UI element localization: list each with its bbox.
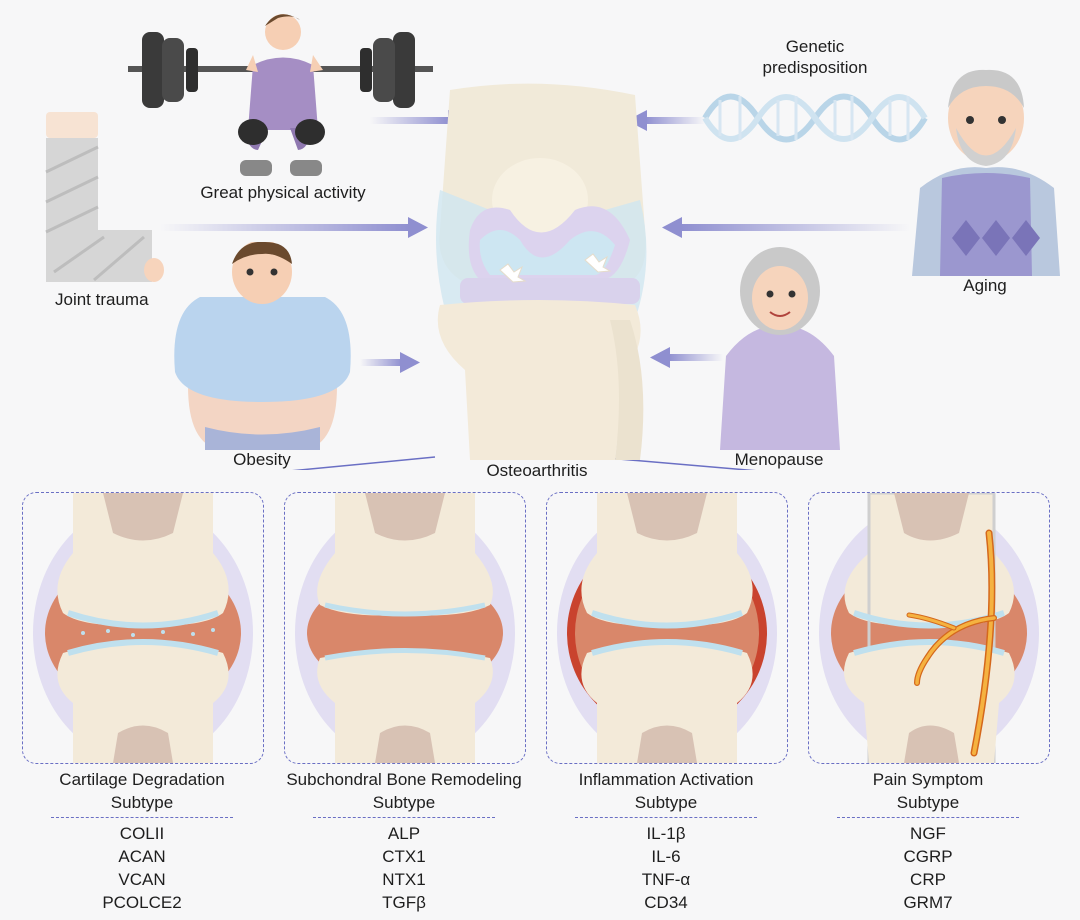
marker: IL-6	[651, 847, 681, 866]
arrow-menopause	[650, 347, 723, 368]
marker: PCOLCE2	[102, 893, 182, 912]
subtype-title-4: Pain Symptom Subtype	[797, 768, 1059, 814]
obese-man-figure	[174, 242, 351, 450]
marker-list: NGF CGRP CRP GRM7	[797, 822, 1059, 914]
marker: ALP	[387, 824, 421, 843]
nerve-fiber	[906, 529, 997, 757]
arrow-genetic	[627, 110, 705, 131]
arrow-obesity	[360, 352, 420, 373]
label-genetic-line1: Genetic	[785, 37, 845, 56]
separator	[837, 817, 1019, 818]
marker: VCAN	[118, 870, 166, 889]
marker: CD34	[644, 893, 688, 912]
arrow-trauma	[160, 217, 428, 238]
joint-diagram-inflammation	[557, 493, 777, 763]
marker-list: COLII ACAN VCAN PCOLCE2	[11, 822, 273, 914]
separator	[313, 817, 495, 818]
marker: TNF-α	[641, 870, 691, 889]
knee-joint-illustration	[436, 83, 647, 460]
marker: NTX1	[382, 870, 426, 889]
marker: CTX1	[382, 847, 426, 866]
separator	[51, 817, 233, 818]
elderly-man-figure	[912, 69, 1060, 276]
subtype-title-2: Subchondral Bone Remodeling Subtype	[273, 768, 535, 814]
marker-list: IL-1β IL-6 TNF-α CD34	[535, 822, 797, 914]
joint-diagram-pain	[819, 493, 1039, 763]
marker: GRM7	[903, 893, 953, 912]
subtype-name: Subchondral Bone Remodeling	[286, 770, 522, 789]
marker: CGRP	[903, 847, 953, 866]
label-menopause: Menopause	[734, 450, 824, 469]
subtype-name: Cartilage Degradation	[59, 770, 225, 789]
label-obesity: Obesity	[233, 450, 291, 469]
label-osteoarthritis: Osteoarthritis	[486, 461, 588, 480]
elderly-woman-figure	[720, 247, 840, 450]
label-joint-trauma: Joint trauma	[55, 290, 149, 309]
marker: COLII	[119, 824, 165, 843]
panel-subchondral-bone-remodeling	[284, 492, 526, 764]
label-genetic-line2: predisposition	[762, 58, 868, 77]
risk-arrows	[160, 110, 910, 470]
dna-helix-icon	[702, 93, 928, 143]
panel-cartilage-degradation	[22, 492, 264, 764]
subtype-suffix: Subtype	[372, 793, 436, 812]
marker: CRP	[910, 870, 946, 889]
marker-list: ALP CTX1 NTX1 TGFβ	[273, 822, 535, 914]
connector-left	[292, 456, 436, 470]
arrow-aging	[662, 217, 910, 238]
subtype-title-3: Inflammation Activation Subtype	[535, 768, 797, 814]
weightlifter-figure	[128, 14, 433, 176]
marker: TGFβ	[382, 893, 426, 912]
marker: IL-1β	[646, 824, 686, 843]
subtype-name: Pain Symptom	[872, 770, 984, 789]
panel-inflammation-activation	[546, 492, 788, 764]
subtype-suffix: Subtype	[634, 793, 698, 812]
subtype-suffix: Subtype	[896, 793, 960, 812]
label-genetic-predisposition: Genetic predisposition	[763, 36, 868, 78]
label-aging: Aging	[963, 276, 1007, 295]
panel-pain-symptom	[808, 492, 1050, 764]
subtype-suffix: Subtype	[110, 793, 174, 812]
marker: NGF	[910, 824, 946, 843]
separator	[575, 817, 757, 818]
leg-cast-icon	[45, 112, 164, 282]
joint-diagram-subchondral	[295, 493, 515, 763]
marker: ACAN	[118, 847, 166, 866]
subtype-name: Inflammation Activation	[578, 770, 754, 789]
subtype-title-1: Cartilage Degradation Subtype	[11, 768, 273, 814]
label-great-physical-activity: Great physical activity	[200, 183, 366, 202]
connector-right	[594, 456, 757, 470]
joint-diagram-cartilage	[33, 493, 253, 763]
